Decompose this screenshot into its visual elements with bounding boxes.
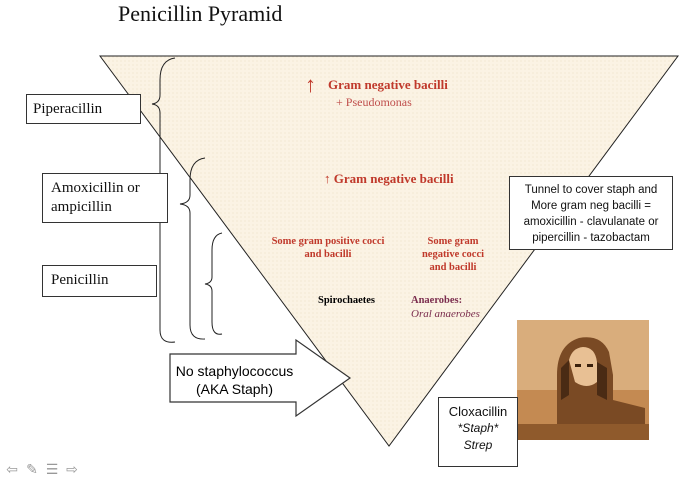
pen-icon[interactable]: ✎ (26, 462, 38, 478)
level1-sub: + Pseudomonas (336, 95, 412, 109)
penicillin-box: Penicillin (42, 265, 157, 297)
level3-gram-positive: Some gram positive cocci and bacilli (271, 236, 385, 260)
level3-gram-negative: Some gram negative cocci and bacilli (421, 236, 485, 273)
penicillin-bracket (204, 232, 223, 335)
arrow-note-line1: No staphylococcus (175, 363, 294, 379)
piperacillin-label: Piperacillin (33, 101, 103, 117)
page-title: Penicillin Pyramid (118, 1, 283, 26)
amoxicillin-bracket (179, 157, 206, 340)
menu-icon[interactable]: ☰ (45, 462, 59, 478)
level4-anaerobes: Anaerobes: (411, 295, 463, 306)
level4-spirochaetes: Spirochaetes (318, 295, 375, 306)
tunnel-note-box: Tunnel to cover staph and More gram neg … (509, 176, 673, 250)
back-arrow-icon[interactable]: ⇦ (6, 462, 18, 478)
piperacillin-box: Piperacillin (26, 94, 141, 124)
slide-nav: ⇦ ✎ ☰ ⇨ (3, 462, 81, 478)
penicillin-label: Penicillin (51, 272, 109, 288)
cloxacillin-staph: *Staph* (457, 421, 499, 435)
block-arrow (169, 338, 352, 418)
cloxacillin-name: Cloxacillin (448, 404, 508, 419)
amoxicillin-box: Amoxicillin or ampicillin (42, 173, 168, 223)
level4-oral-anaerobes: Oral anaerobes (411, 308, 480, 320)
tunnel-note-text: Tunnel to cover staph and More gram neg … (523, 184, 659, 244)
arrow-note-line2: (AKA Staph) (195, 381, 274, 397)
sphinx-image (517, 320, 649, 440)
level1-label: Gram negative bacilli (328, 77, 448, 92)
cloxacillin-strep: Strep (463, 438, 493, 452)
level2-label: ↑ Gram negative bacilli (324, 171, 454, 186)
forward-arrow-icon[interactable]: ⇨ (66, 462, 78, 478)
piperacillin-bracket (151, 57, 176, 343)
up-arrow-icon: ↑ (305, 72, 316, 97)
arrow-note: No staphylococcus (AKA Staph) (172, 362, 297, 398)
amoxicillin-label: Amoxicillin or ampicillin (51, 180, 140, 215)
pyramid-triangle (99, 55, 679, 447)
cloxacillin-box: Cloxacillin *Staph* Strep (438, 397, 518, 467)
